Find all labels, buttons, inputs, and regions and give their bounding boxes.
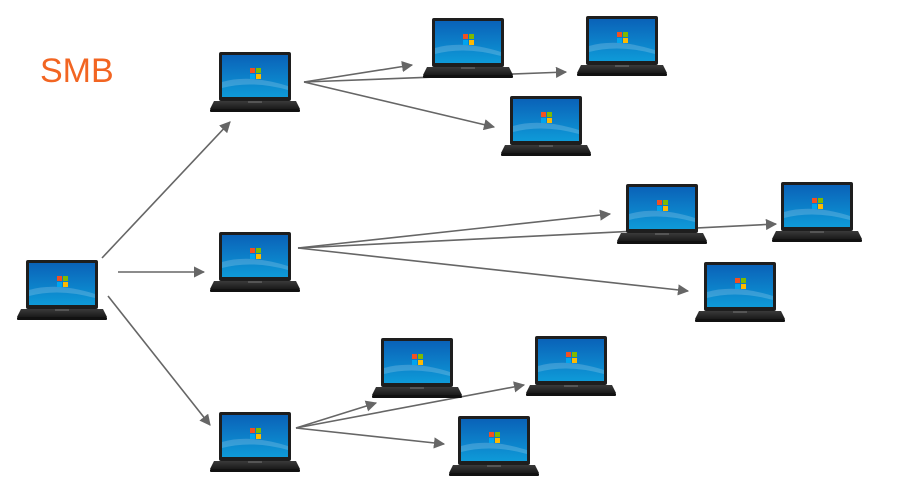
laptop-bot-c bbox=[449, 416, 539, 476]
windows-logo-icon bbox=[412, 354, 423, 365]
laptop-top-b bbox=[577, 16, 667, 76]
windows-logo-icon bbox=[657, 200, 668, 211]
edge-hop1-bottom-to-bot-a bbox=[295, 400, 378, 429]
edge-hop1-top-to-top-c bbox=[303, 81, 496, 131]
windows-logo-icon bbox=[812, 198, 823, 209]
laptop-bot-b bbox=[526, 336, 616, 396]
windows-logo-icon bbox=[489, 432, 500, 443]
edge-hop1-bottom-to-bot-b bbox=[295, 381, 526, 429]
laptop-bot-a bbox=[372, 338, 462, 398]
laptop-mid-c bbox=[695, 262, 785, 322]
windows-logo-icon bbox=[463, 34, 474, 45]
laptop-top-a bbox=[423, 18, 513, 78]
windows-logo-icon bbox=[566, 352, 577, 363]
windows-logo-icon bbox=[541, 112, 552, 123]
laptop-mid-a bbox=[617, 184, 707, 244]
laptop-hop1-middle bbox=[210, 232, 300, 292]
nodes-layer bbox=[17, 16, 862, 476]
windows-logo-icon bbox=[250, 428, 261, 439]
windows-logo-icon bbox=[735, 278, 746, 289]
laptop-hop1-top bbox=[210, 52, 300, 112]
windows-logo-icon bbox=[250, 68, 261, 79]
laptop-hop1-bottom bbox=[210, 412, 300, 472]
edge-hop1-top-to-top-a bbox=[303, 61, 414, 83]
laptop-top-c bbox=[501, 96, 591, 156]
edge-hop1-bottom-to-bot-c bbox=[295, 427, 446, 449]
edge-source-to-hop1-bottom bbox=[107, 295, 211, 426]
laptop-mid-b bbox=[772, 182, 862, 242]
laptop-source bbox=[17, 260, 107, 320]
edge-hop1-middle-to-mid-a bbox=[297, 209, 612, 249]
edges-layer bbox=[101, 61, 778, 449]
diagram-title: SMB bbox=[40, 52, 114, 90]
edge-source-to-hop1-top bbox=[101, 121, 231, 259]
windows-logo-icon bbox=[57, 276, 68, 287]
edge-hop1-middle-to-mid-c bbox=[297, 247, 690, 296]
windows-logo-icon bbox=[617, 32, 628, 43]
windows-logo-icon bbox=[250, 248, 261, 259]
